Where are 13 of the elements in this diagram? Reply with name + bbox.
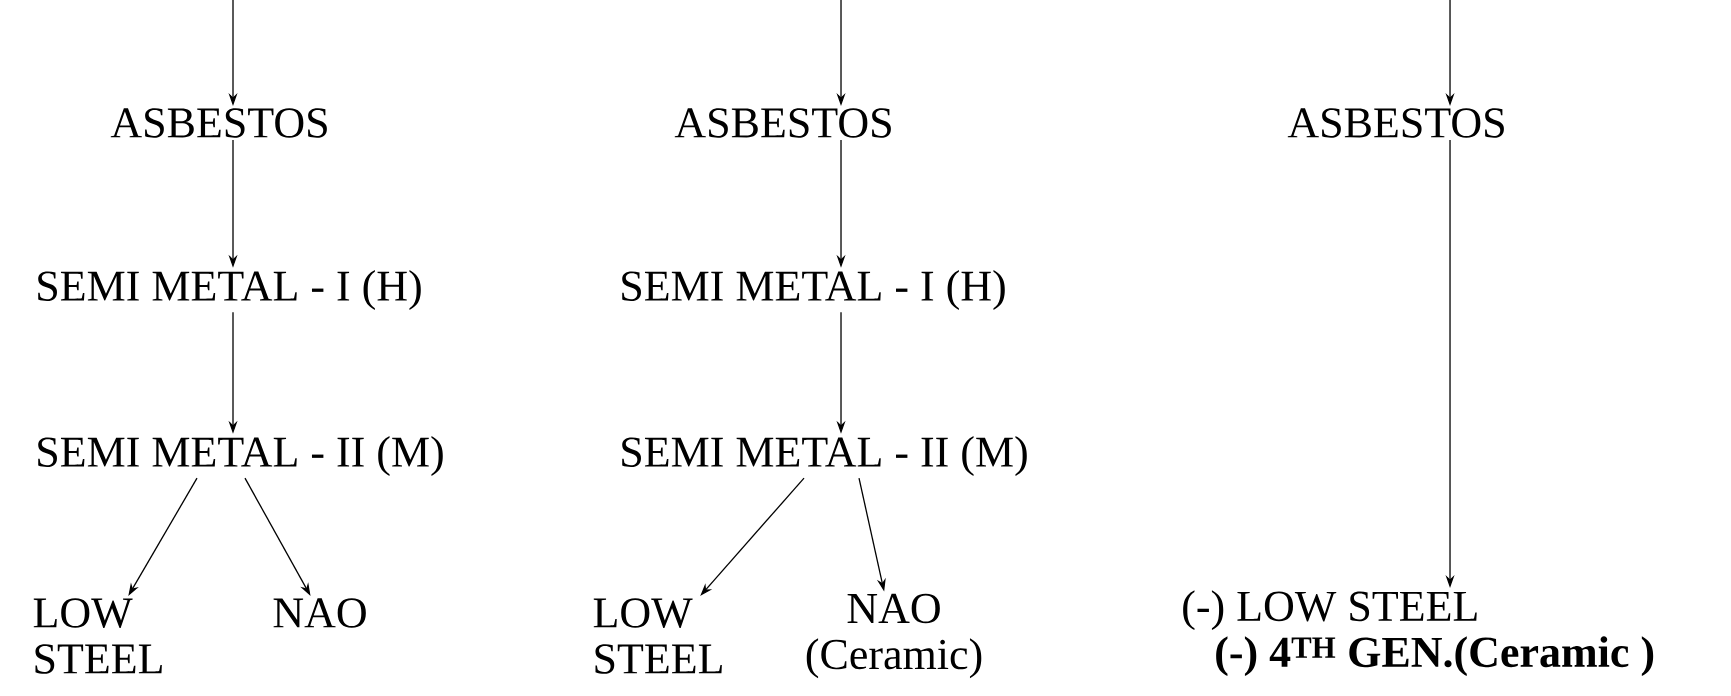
- category-label: LOW STEEL: [593, 598, 722, 674]
- category-label: NAO: [273, 598, 366, 628]
- category-label: SEMI METAL - I (H): [622, 270, 1005, 310]
- category-label: ASBESTOS: [674, 108, 891, 138]
- category-label: ASBESTOS: [110, 108, 327, 138]
- category-label: LOW STEEL: [33, 598, 162, 674]
- category-label: ASBESTOS: [1287, 108, 1504, 138]
- category-label: (-) LOW STEEL (-) 4$^{TH}$ GEN.(Ceramic ): [1183, 590, 1654, 677]
- arrow: [700, 477, 805, 596]
- category-label: SEMI METAL - II (M): [38, 436, 443, 476]
- category-label: SEMI METAL - II (M): [622, 436, 1027, 476]
- category-label: SEMI METAL - I (H): [38, 270, 421, 310]
- category-label: NAO (Ceramic): [806, 593, 982, 679]
